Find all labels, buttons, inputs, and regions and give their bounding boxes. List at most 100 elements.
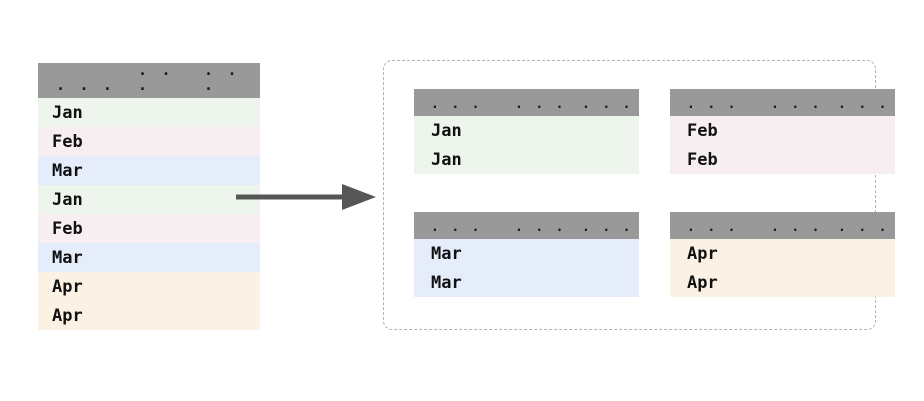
source-row-cell (194, 243, 260, 272)
group-mar-header-cell-2: . . . (572, 212, 639, 239)
group-jan-header-cell-0: . . . (414, 89, 503, 116)
source-row-label: Jan (38, 98, 128, 127)
group-row-label: Jan (414, 116, 503, 145)
table-row: Feb (38, 214, 260, 243)
group-mar-header-cell-1: . . . (503, 212, 572, 239)
table-header-row: . . . . . . . . . (414, 89, 639, 116)
source-row-label: Mar (38, 243, 128, 272)
table-header-row: . . . . . . . . . (670, 212, 895, 239)
group-apr-header-cell-2: . . . (828, 212, 895, 239)
source-row-cell (194, 301, 260, 330)
group-mar-header-cell-0: . . . (414, 212, 503, 239)
source-row-cell (194, 156, 260, 185)
table-row: Mar (38, 156, 260, 185)
table-row: Apr (670, 268, 895, 297)
source-header-cell-0: . . . (38, 63, 128, 98)
source-row-cell (128, 98, 194, 127)
group-row-cell (503, 145, 572, 174)
source-header-cell-1: . . . (128, 63, 194, 98)
group-feb-header-cell-0: . . . (670, 89, 759, 116)
group-row-cell (759, 145, 828, 174)
table-row: Mar (38, 243, 260, 272)
group-row-label: Mar (414, 239, 503, 268)
table-row: Mar (414, 239, 639, 268)
group-jan-header: . . . . . . . . . (414, 89, 639, 116)
table-row: Feb (38, 127, 260, 156)
group-apr-header-cell-0: . . . (670, 212, 759, 239)
table-row: Jan (38, 98, 260, 127)
table-row: Jan (414, 116, 639, 145)
source-row-label: Feb (38, 127, 128, 156)
source-row-cell (128, 243, 194, 272)
group-row-cell (759, 116, 828, 145)
source-table-header: . . . . . . . . . (38, 63, 260, 98)
source-row-label: Jan (38, 185, 128, 214)
group-apr-header: . . . . . . . . . (670, 212, 895, 239)
table-header-row: . . . . . . . . . (38, 63, 260, 98)
source-row-cell (128, 185, 194, 214)
group-row-cell (828, 239, 895, 268)
group-row-cell (572, 116, 639, 145)
source-header-cell-2: . . . (194, 63, 260, 98)
source-row-label: Mar (38, 156, 128, 185)
table-row: Apr (38, 272, 260, 301)
table-row: Jan (414, 145, 639, 174)
table-row: Mar (414, 268, 639, 297)
table-header-row: . . . . . . . . . (670, 89, 895, 116)
group-row-cell (503, 268, 572, 297)
group-row-label: Apr (670, 239, 759, 268)
group-row-cell (572, 145, 639, 174)
group-feb-header: . . . . . . . . . (670, 89, 895, 116)
group-row-cell (503, 239, 572, 268)
group-jan-header-cell-1: . . . (503, 89, 572, 116)
group-row-cell (572, 239, 639, 268)
source-row-label: Apr (38, 272, 128, 301)
group-row-cell (828, 116, 895, 145)
source-row-cell (128, 127, 194, 156)
table-row: Apr (38, 301, 260, 330)
group-row-cell (572, 268, 639, 297)
group-row-label: Mar (414, 268, 503, 297)
source-row-label: Feb (38, 214, 128, 243)
group-row-label: Apr (670, 268, 759, 297)
group-apr-header-cell-1: . . . (759, 212, 828, 239)
group-row-cell (759, 268, 828, 297)
group-mar-header: . . . . . . . . . (414, 212, 639, 239)
group-jan-header-cell-2: . . . (572, 89, 639, 116)
table-row: Apr (670, 239, 895, 268)
source-row-cell (128, 301, 194, 330)
source-row-label: Apr (38, 301, 128, 330)
group-row-label: Jan (414, 145, 503, 174)
source-row-cell (194, 272, 260, 301)
source-row-cell (128, 214, 194, 243)
group-row-label: Feb (670, 145, 759, 174)
table-row: Jan (38, 185, 260, 214)
table-row: Feb (670, 145, 895, 174)
group-row-cell (759, 239, 828, 268)
table-row: Feb (670, 116, 895, 145)
source-row-cell (194, 127, 260, 156)
group-container (383, 60, 876, 330)
group-feb-header-cell-2: . . . (828, 89, 895, 116)
source-row-cell (128, 156, 194, 185)
group-feb-header-cell-1: . . . (759, 89, 828, 116)
split-arrow (236, 184, 376, 210)
source-row-cell (194, 98, 260, 127)
source-row-cell (128, 272, 194, 301)
source-row-cell (194, 214, 260, 243)
group-row-cell (828, 145, 895, 174)
table-header-row: . . . . . . . . . (414, 212, 639, 239)
group-row-cell (828, 268, 895, 297)
group-row-cell (503, 116, 572, 145)
